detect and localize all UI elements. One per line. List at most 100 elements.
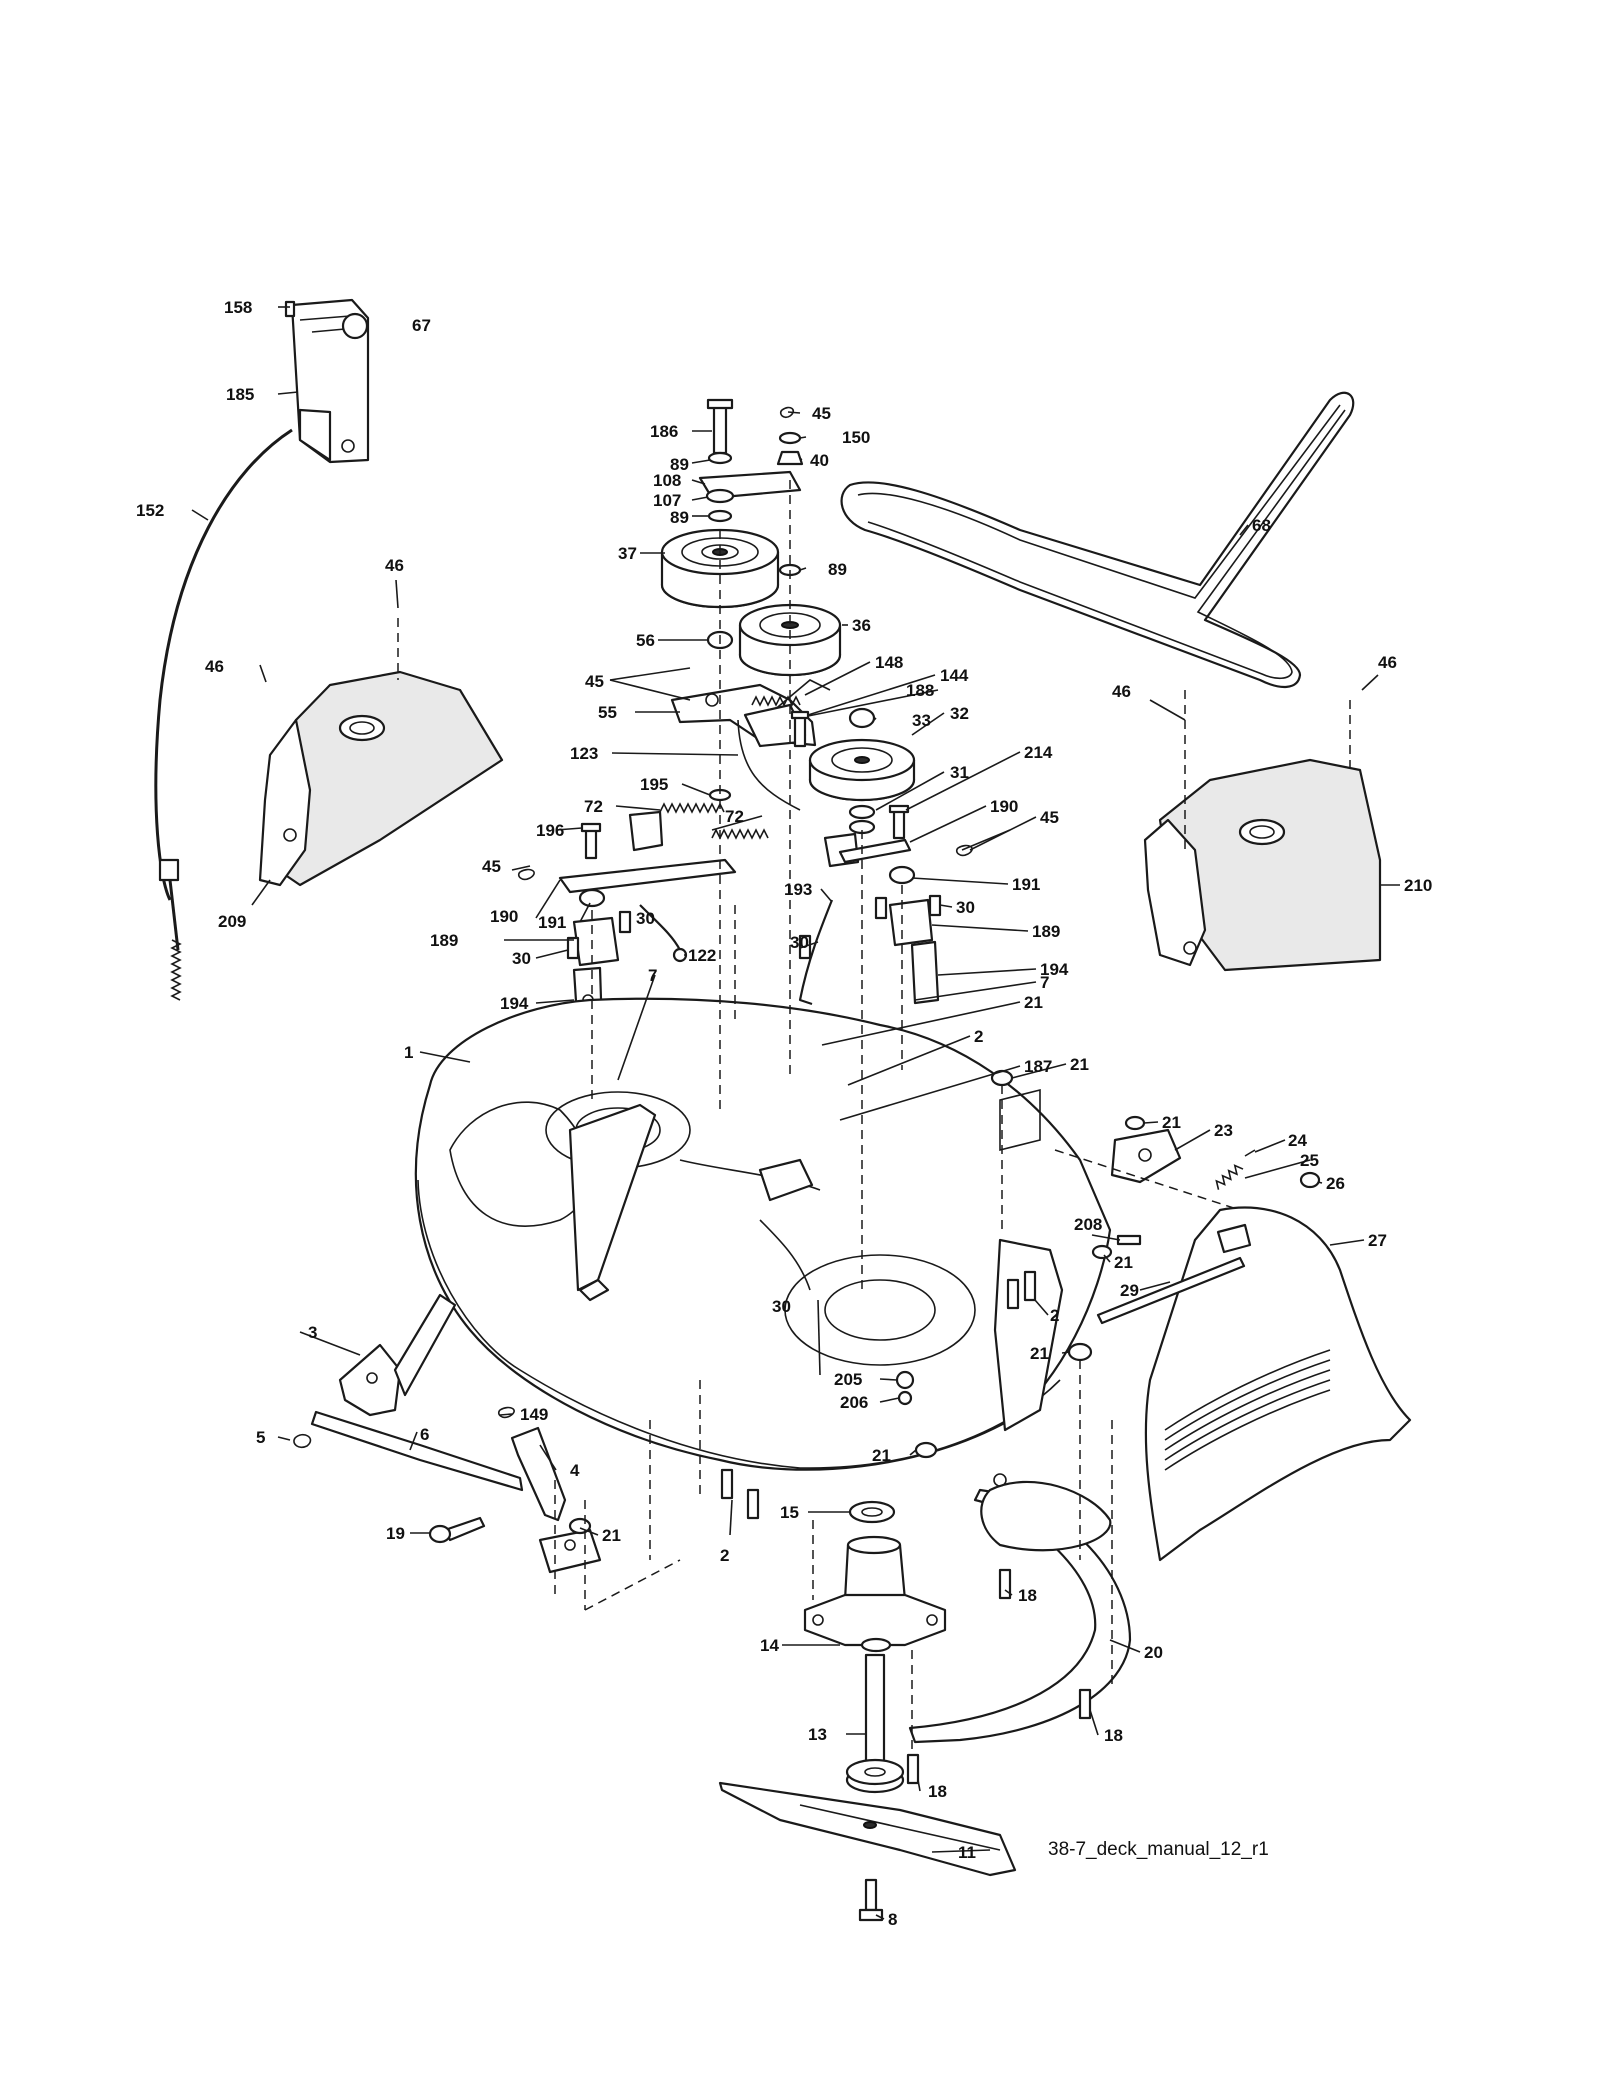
bolt-208	[1116, 1234, 1142, 1246]
spindle-housing-14	[803, 1535, 947, 1653]
callout: 18	[1018, 1586, 1037, 1605]
pin-45-top	[779, 406, 795, 419]
spacer-191-right	[888, 865, 916, 885]
callout: 186	[650, 422, 678, 441]
callout: 21	[1030, 1344, 1049, 1363]
callout: 122	[688, 946, 716, 965]
callout: 210	[1404, 876, 1432, 895]
belt-cover-left	[258, 670, 504, 887]
bolt-30-b	[618, 910, 632, 934]
callout: 195	[640, 775, 668, 794]
bolt-188	[790, 710, 810, 748]
callout: 2	[974, 1027, 983, 1046]
callout: 21	[1162, 1113, 1181, 1132]
callout: 29	[1120, 1281, 1139, 1300]
spring-25	[1215, 1164, 1244, 1190]
callout: 45	[812, 404, 831, 423]
callout: 7	[648, 966, 657, 985]
flange-15	[848, 1500, 896, 1524]
callout: 185	[226, 385, 254, 404]
rod-122-end	[672, 947, 688, 963]
bushing-107	[705, 488, 735, 504]
pulley-32	[808, 738, 916, 802]
bolt-214	[888, 804, 910, 840]
callout: 25	[1300, 1151, 1319, 1170]
washer-89-top	[707, 451, 733, 465]
hanger-189-right	[888, 898, 934, 947]
drive-belt-68	[840, 391, 1355, 688]
callout: 196	[536, 821, 564, 840]
link-190-right	[838, 838, 912, 864]
callout: 30	[790, 933, 809, 952]
assembly-guide-lines	[554, 480, 1351, 1750]
callout: 190	[490, 907, 518, 926]
knob-67	[341, 312, 369, 340]
discharge-chute-27	[1144, 1206, 1412, 1562]
hardware-2-group	[720, 1270, 1037, 1520]
callout: 8	[888, 1910, 897, 1929]
spacer-31	[848, 804, 876, 820]
callout: 21	[1114, 1253, 1133, 1272]
callout: 36	[852, 616, 871, 635]
rod-122	[639, 904, 681, 951]
callout: 72	[584, 797, 603, 816]
callout: 189	[430, 931, 458, 950]
spring-72-left	[659, 802, 725, 814]
spring-72-right	[711, 828, 769, 840]
callout: 148	[875, 653, 903, 672]
callout: 150	[842, 428, 870, 447]
callout: 37	[618, 544, 637, 563]
rod-29	[1096, 1256, 1246, 1325]
callout: 18	[1104, 1726, 1123, 1745]
bolt-30-d	[874, 896, 888, 920]
pin-24	[1244, 1149, 1256, 1157]
callout: 3	[308, 1323, 317, 1342]
pin-45-right	[955, 844, 973, 857]
callout: 89	[670, 508, 689, 527]
bolt-19	[428, 1516, 486, 1544]
callout: 191	[538, 913, 566, 932]
callout: 191	[1012, 875, 1040, 894]
callout: 46	[205, 657, 224, 676]
bracket-3	[338, 1293, 457, 1417]
callout: 187	[1024, 1057, 1052, 1076]
callout: 46	[1378, 653, 1397, 672]
callout: 19	[386, 1524, 405, 1543]
callout: 144	[940, 666, 969, 685]
callout: 23	[1214, 1121, 1233, 1140]
callout: 31	[950, 763, 969, 782]
nut-40	[776, 450, 804, 466]
diagram-caption: 38-7_deck_manual_12_r1	[1048, 1839, 1269, 1860]
pin-45-left	[517, 868, 535, 881]
link-190-left	[558, 858, 737, 894]
callout: 89	[670, 455, 689, 474]
callout: 205	[834, 1370, 862, 1389]
bolt-196	[580, 822, 602, 860]
washer-206	[897, 1390, 913, 1406]
callout: 26	[1326, 1174, 1345, 1193]
pin-5	[293, 1433, 312, 1449]
callout: 14	[760, 1636, 779, 1655]
rod-123	[737, 719, 801, 811]
callout: 68	[1252, 516, 1271, 535]
callout: 15	[780, 1503, 799, 1522]
arm-6	[310, 1410, 524, 1492]
bracket-4	[510, 1426, 602, 1574]
callout: 188	[906, 681, 934, 700]
callout: 190	[990, 797, 1018, 816]
callout: 89	[828, 560, 847, 579]
callout: 4	[570, 1461, 580, 1480]
washer-26	[1299, 1171, 1321, 1189]
bolt-30-a	[566, 936, 580, 960]
callout: 13	[808, 1725, 827, 1744]
callout: 209	[218, 912, 246, 931]
mower-deck-1	[414, 997, 1112, 1471]
callout: 21	[1024, 993, 1043, 1012]
callout: 55	[598, 703, 617, 722]
callout: 152	[136, 501, 164, 520]
callout: 46	[385, 556, 404, 575]
callout: 1	[404, 1043, 413, 1062]
callout: 45	[585, 672, 604, 691]
